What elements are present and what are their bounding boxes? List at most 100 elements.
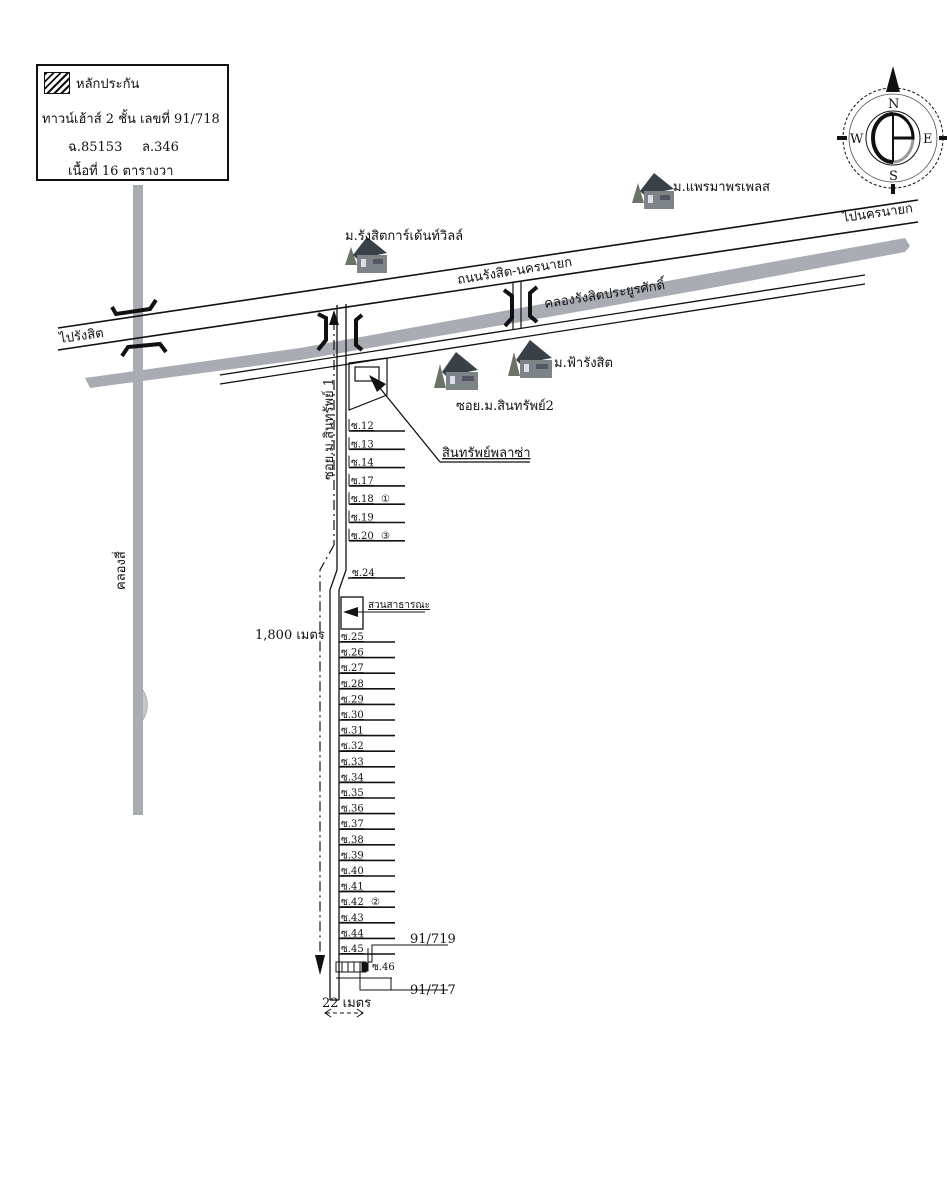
park-label: สวนสาธารณะ bbox=[368, 600, 430, 611]
soi-row: ซ.14 bbox=[348, 455, 405, 469]
soi-label: ซ.19 bbox=[351, 513, 374, 524]
rangsit-canal bbox=[85, 238, 910, 388]
soi-label: ซ.18 bbox=[351, 494, 374, 505]
to-nakhon-nayok-label: ไปนครนายก bbox=[840, 200, 914, 226]
target-lots bbox=[335, 944, 448, 991]
soi-label: ซ.24 bbox=[352, 568, 375, 579]
soi-row: ซ.37 bbox=[338, 817, 395, 830]
compass-w: W bbox=[850, 132, 864, 147]
neighbor-upper-label: 91/719 bbox=[410, 932, 456, 947]
soi-label: ซ.43 bbox=[341, 913, 364, 924]
house-icon bbox=[632, 173, 674, 209]
soi-label: ซ.17 bbox=[351, 476, 374, 487]
park-lot bbox=[340, 596, 425, 630]
bridge-khlong-si bbox=[110, 298, 168, 358]
soi-row: ซ.25 bbox=[338, 630, 395, 643]
soi-label: ซ.31 bbox=[341, 726, 364, 737]
soi-label: ซ.36 bbox=[341, 804, 364, 815]
soi-marker: ③ bbox=[381, 531, 390, 542]
soi-label: ซ.30 bbox=[341, 710, 364, 721]
soi-row: ซ.29 bbox=[338, 692, 395, 705]
soi-row: ซ.13 bbox=[348, 437, 405, 450]
soi-label: ซ.38 bbox=[341, 835, 364, 846]
to-rangsit-label: ไปรังสิต bbox=[57, 325, 104, 347]
bridge-soi1 bbox=[316, 312, 364, 352]
soi-row: ซ.19 bbox=[348, 510, 405, 524]
village-label: ม.ฟ้ารังสิต bbox=[554, 356, 613, 371]
soi-row: ซ.44 bbox=[338, 926, 395, 939]
soi-row: ซ.39 bbox=[338, 848, 395, 861]
house-icon bbox=[345, 237, 387, 273]
soi-label: ซ.20 bbox=[351, 531, 374, 542]
soi-row: ซ.27 bbox=[338, 661, 395, 674]
width-measure bbox=[324, 1008, 364, 1018]
compass-s: S bbox=[889, 169, 898, 184]
plaza-lot bbox=[348, 357, 388, 411]
soi-label: ซ.44 bbox=[341, 928, 364, 939]
soi-row: ซ.41 bbox=[338, 879, 395, 893]
soi-row: ซ.35 bbox=[338, 786, 395, 799]
soi-row: ซ.32 bbox=[338, 739, 395, 752]
village-label: ม.รังสิตการ์เด้นท์วิลล์ bbox=[345, 228, 463, 244]
width-label: 22 เมตร bbox=[322, 996, 371, 1011]
legend-property: ทาวน์เฮ้าส์ 2 ชั้น เลขที่ 91/718 bbox=[42, 112, 220, 127]
soi-label: ซ.25 bbox=[341, 632, 364, 643]
soi-label: ซ.37 bbox=[341, 819, 364, 830]
collateral-legend: หลักประกัน ทาวน์เฮ้าส์ 2 ชั้น เลขที่ 91/… bbox=[36, 64, 229, 181]
soi-row: ซ.30 bbox=[338, 708, 395, 721]
soi-row: ซ.26 bbox=[338, 645, 395, 659]
soi-label: ซ.29 bbox=[341, 694, 364, 705]
distance-measure-line bbox=[315, 310, 339, 975]
soi-row: ซ.17 bbox=[348, 473, 405, 487]
soi-row: ซ.20 ③ bbox=[348, 528, 405, 542]
khlong-si-canal bbox=[133, 185, 148, 815]
soi-label: ซ.26 bbox=[341, 648, 364, 659]
soi-row: ซ.43 bbox=[338, 910, 395, 924]
legend-title: หลักประกัน bbox=[76, 76, 140, 92]
soi-label: ซ.41 bbox=[341, 882, 364, 893]
soi-label: ซ.33 bbox=[341, 757, 364, 768]
soi-row: ซ.28 bbox=[338, 676, 395, 690]
soi-row: ซ.40 bbox=[338, 864, 395, 877]
soi-label: ซ.27 bbox=[341, 663, 364, 674]
soi-row: ซ.31 bbox=[338, 723, 395, 737]
soi2-road bbox=[512, 282, 522, 330]
soi-label: ซ.28 bbox=[341, 679, 364, 690]
soi-label: ซ.13 bbox=[351, 439, 374, 450]
soi-row: ซ.45 bbox=[338, 942, 395, 955]
soi-marker: ② bbox=[371, 897, 380, 908]
soi-row: ซ.38 bbox=[338, 832, 395, 846]
house-icon bbox=[434, 352, 478, 390]
soi-row: ซ.18 ① bbox=[348, 492, 405, 505]
soi-label: ซ.40 bbox=[341, 866, 364, 877]
khlong-si-label: คลองสี่ bbox=[112, 551, 129, 590]
soi-row: ซ.36 bbox=[338, 801, 395, 815]
frontage-road bbox=[219, 274, 866, 385]
house-icon bbox=[508, 340, 552, 378]
soi1-label: ซอย.ม.สินทรัพย์ 1 bbox=[321, 378, 337, 480]
soi-row: ซ.33 bbox=[338, 754, 395, 768]
compass-n: N bbox=[888, 97, 899, 112]
soi-label: ซ.32 bbox=[341, 741, 364, 752]
compass-e: E bbox=[923, 132, 933, 147]
length-label: 1,800 เมตร bbox=[255, 628, 325, 643]
bridge-soi2 bbox=[502, 285, 539, 328]
soi-marker: ① bbox=[381, 494, 390, 505]
soi2-label: ซอย.ม.สินทรัพย์2 bbox=[456, 398, 554, 414]
legend-deed: ฉ.85153 bbox=[68, 140, 123, 155]
soi-label: ซ.39 bbox=[341, 850, 364, 861]
main-road bbox=[57, 199, 919, 351]
village-label: ม.แพรมาพรเพลส bbox=[673, 180, 770, 195]
legend-area: เนื้อที่ 16 ตารางวา bbox=[68, 164, 174, 179]
soi-row: ซ.42 ② bbox=[338, 895, 395, 908]
hatch-swatch-icon bbox=[44, 72, 70, 94]
soi-label: ซ.45 bbox=[341, 944, 364, 955]
soi-row: ซ.34 bbox=[338, 770, 395, 783]
soi-label: ซ.46 bbox=[372, 962, 395, 973]
soi-label: ซ.34 bbox=[341, 772, 364, 783]
soi-label: ซ.42 bbox=[341, 897, 364, 908]
soi-label: ซ.14 bbox=[351, 458, 374, 469]
compass-rose bbox=[837, 66, 947, 194]
